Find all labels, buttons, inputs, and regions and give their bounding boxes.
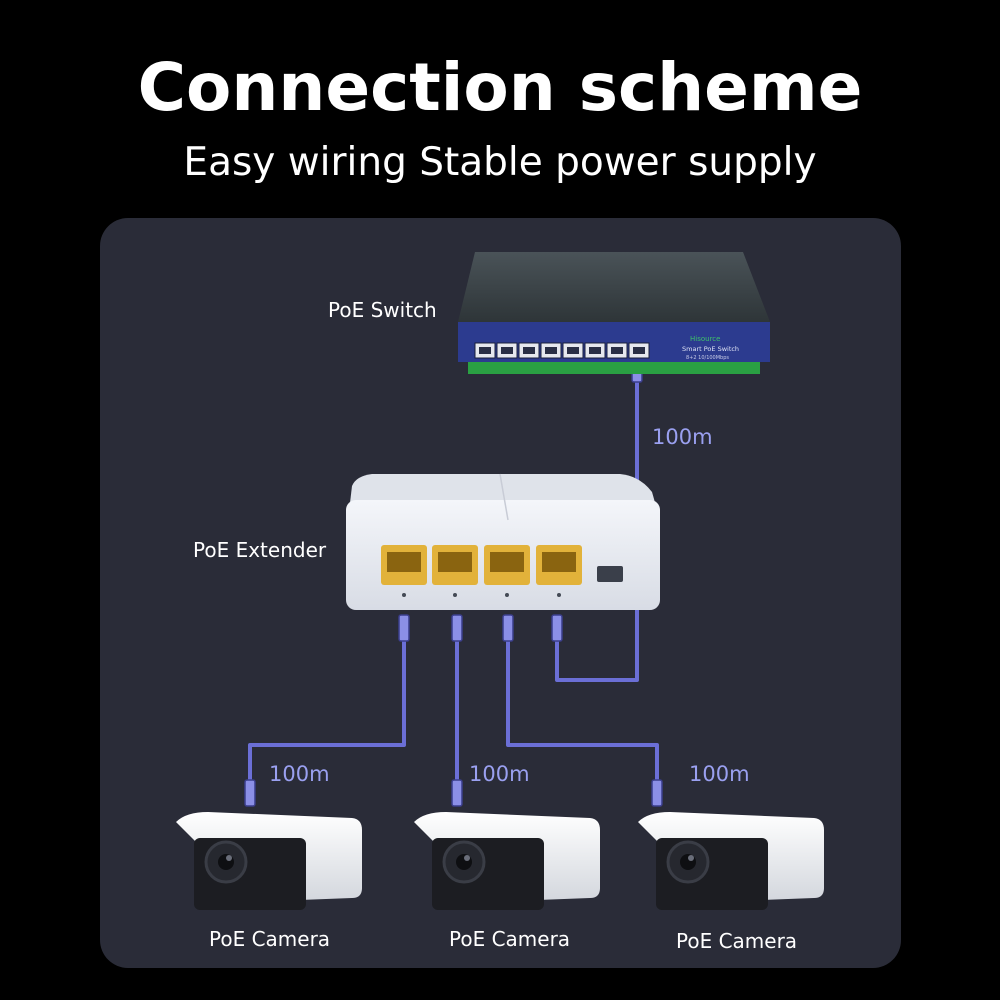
switch-base (468, 362, 760, 374)
page-title: Connection scheme (137, 49, 863, 126)
poe-camera-3 (638, 812, 824, 910)
poe-camera-label: PoE Camera (676, 929, 798, 953)
cable-extender-to-camera-3 (506, 640, 659, 790)
cable-extender-to-camera-1 (248, 640, 406, 790)
switch-model: Smart PoE Switch (682, 345, 739, 353)
rj45-plug (551, 614, 563, 642)
switch-brand: Hisource (690, 335, 720, 343)
page-subtitle: Easy wiring Stable power supply (183, 140, 817, 185)
poe-switch: Hisource Smart PoE Switch 8+2 10/100Mbps (458, 252, 770, 374)
extender-port (536, 545, 582, 585)
rj45-plug (244, 779, 256, 807)
rj45-plug (451, 779, 463, 807)
poe-camera-label: PoE Camera (449, 927, 571, 951)
cable-length-label: 100m (652, 425, 713, 449)
switch-top (458, 252, 770, 322)
extender-port (381, 545, 427, 585)
rj45-plug (451, 614, 463, 642)
poe-extender-label: PoE Extender (193, 538, 327, 562)
poe-camera-label: PoE Camera (209, 927, 331, 951)
poe-extender (346, 473, 660, 610)
extender-port (484, 545, 530, 585)
rj45-plug (398, 614, 410, 642)
rj45-plug (502, 614, 514, 642)
switch-spec: 8+2 10/100Mbps (686, 355, 729, 361)
extender-dc-port (597, 566, 623, 582)
extender-ports (381, 545, 623, 585)
cable-length-label: 100m (469, 762, 530, 786)
poe-camera-2 (414, 812, 600, 910)
poe-switch-label: PoE Switch (328, 298, 437, 322)
rj45-plug (651, 779, 663, 807)
cable-length-label: 100m (689, 762, 750, 786)
poe-camera-1 (176, 812, 362, 910)
cable-length-label: 100m (269, 762, 330, 786)
extender-port (432, 545, 478, 585)
